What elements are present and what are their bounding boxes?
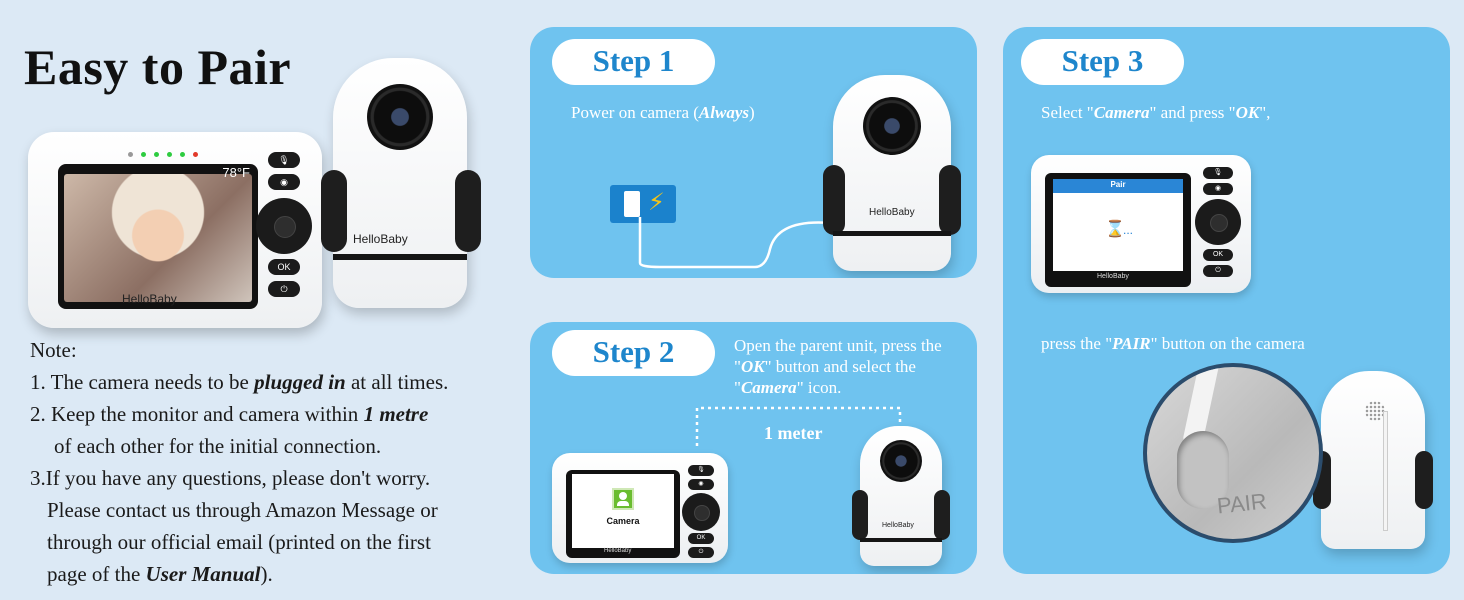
pair-screen-header (1053, 179, 1183, 193)
monitor-screen: Camera HelloBaby (566, 470, 680, 558)
note-heading: Note: (30, 338, 77, 362)
camera-side-wing (321, 170, 347, 252)
notes-section: Note: 1. The camera needs to be plugged … (30, 334, 448, 590)
camera-select-button: ◉ (268, 174, 300, 190)
status-leds (128, 152, 198, 157)
step1-panel: Step 1 Power on camera (Always) ⚡ HelloB… (530, 27, 977, 278)
ok-button: OK (1203, 249, 1233, 261)
camera-lens-icon (367, 84, 433, 150)
dpad-control (256, 198, 312, 254)
monitor-screen: Pair ⌛ ... HelloBaby (1045, 173, 1191, 287)
distance-label: 1 meter (764, 423, 823, 443)
step1-label: Step 1 (552, 39, 715, 85)
speaker-grille (1365, 401, 1385, 421)
screen-camera-label: Camera (606, 516, 640, 526)
pair-screen: Pair ⌛ ... (1053, 179, 1183, 271)
step2-monitor-image: Camera HelloBaby 🎙 ◉ OK ⏻ (552, 453, 728, 563)
step1-camera-image: HelloBaby (823, 75, 961, 271)
power-adapter-icon: ⚡ (610, 185, 676, 223)
talk-button: 🎙 (1203, 167, 1233, 179)
step2-label: Step 2 (552, 330, 715, 376)
step3-instruction: Select "Camera" and press "OK", (1041, 103, 1271, 122)
step3-camera-rear-image (1313, 371, 1433, 549)
camera-base-band (333, 254, 467, 260)
camera-brand: HelloBaby (353, 232, 408, 246)
camera-side-wing (1415, 451, 1433, 509)
step3-panel: Step 3 Select "Camera" and press "OK", P… (1003, 27, 1450, 574)
power-icon: ⏻ (1203, 265, 1233, 277)
note-item-1: 1. The camera needs to be plugged in at … (30, 370, 449, 394)
step3-label: Step 3 (1021, 39, 1184, 85)
camera-side-wing (455, 170, 481, 252)
talk-button: 🎙 (268, 152, 300, 168)
camera-select-button: ◉ (1203, 183, 1233, 195)
step2-panel: Step 2 Open the parent unit, press the "… (530, 322, 977, 574)
power-icon: ⏻ (688, 547, 714, 558)
ok-button: OK (688, 533, 714, 544)
dpad-control (1195, 199, 1241, 245)
monitor-screen: 78°F (58, 164, 258, 309)
camera-lens-icon (880, 440, 922, 482)
lightning-icon: ⚡ (648, 188, 665, 216)
note-item-2-cont: of each other for the initial connection… (54, 434, 382, 458)
antenna (1383, 411, 1388, 531)
parent-monitor-image: 78°F HelloBaby 🎙 ◉ OK ⏻ (28, 132, 322, 328)
step3-monitor-image: Pair ⌛ ... HelloBaby 🎙 ◉ OK ⏻ (1031, 155, 1251, 293)
dpad-control (682, 493, 720, 531)
baby-camera-image: HelloBaby (321, 58, 481, 308)
camera-select-button: ◉ (688, 479, 714, 490)
note-item-3-cont2: through our official email (printed on t… (47, 530, 431, 554)
monitor-screen-content: Camera (572, 474, 674, 548)
step2-camera-image: HelloBaby (852, 426, 950, 566)
step2-monitor-brand: HelloBaby (604, 548, 632, 554)
note-item-3-cont1: Please contact us through Amazon Message… (47, 498, 438, 522)
step1-instruction: Power on camera (Always) (571, 103, 755, 122)
power-icon: ⏻ (268, 281, 300, 297)
camera-lens-icon (863, 97, 921, 155)
camera-base-band (860, 538, 942, 542)
camera-base-band (833, 231, 951, 236)
plug-icon (624, 191, 640, 217)
ok-button: OK (268, 259, 300, 275)
camera-side-wing (939, 165, 961, 235)
power-cable (638, 217, 861, 269)
note-item-3-cont3: page of the User Manual). (47, 562, 273, 586)
step1-camera-brand: HelloBaby (869, 207, 915, 218)
talk-button: 🎙 (688, 465, 714, 476)
camera-side-wing (934, 490, 950, 540)
pair-screen-title: Pair (1110, 180, 1126, 189)
step3-monitor-brand: HelloBaby (1097, 273, 1129, 280)
step3-pair-instruction: press the "PAIR" button on the camera (1041, 334, 1305, 353)
camera-icon (612, 488, 634, 510)
page-title: Easy to Pair (24, 39, 292, 95)
pair-button-icon (1177, 431, 1229, 509)
monitor-brand: HelloBaby (122, 292, 177, 306)
hourglass-icon: ⌛ (1105, 219, 1125, 238)
pair-waiting-dots: ... (1123, 223, 1134, 237)
baby-photo (64, 174, 252, 302)
step2-instruction: Open the parent unit, press the "OK" but… (734, 336, 942, 397)
camera-side-wing (823, 165, 845, 235)
pair-button-label: PAIR (1215, 488, 1268, 519)
camera-side-wing (852, 490, 868, 540)
pair-button-zoom: PAIR (1143, 363, 1323, 543)
note-item-3: 3.If you have any questions, please don'… (30, 466, 431, 490)
temperature-readout: 78°F (222, 165, 250, 180)
step2-camera-brand: HelloBaby (882, 522, 914, 529)
note-item-2: 2. Keep the monitor and camera within 1 … (30, 402, 429, 426)
